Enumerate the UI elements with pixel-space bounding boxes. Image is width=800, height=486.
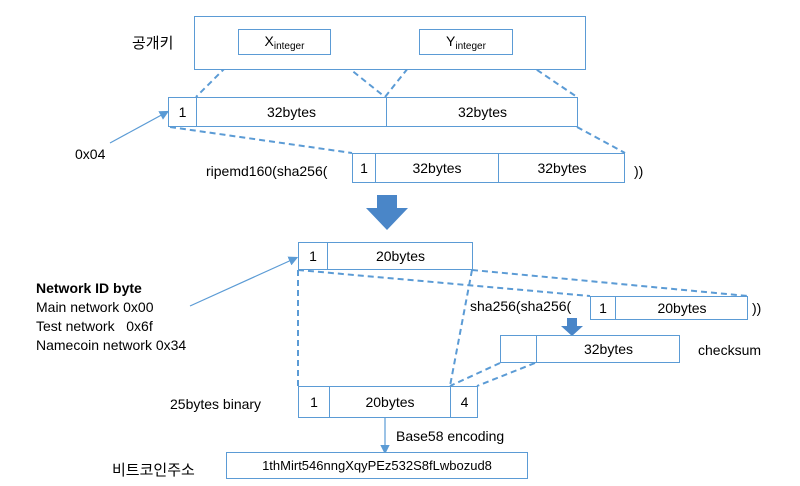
prefix-cell: 1 [178,104,187,120]
checksum-label: checksum [698,342,762,358]
binary25-label: 25bytes binary [170,396,262,412]
y-integer-box: Yinteger [419,29,513,55]
address-value: 1thMirt546nngXqyPEz532S8fLwbozud8 [262,458,492,473]
hash-x-cell: 32bytes [375,154,498,182]
address-label: 비트코인주소 [112,462,195,479]
network-namecoin: Namecoin network 0x34 [36,337,187,353]
network-test: Test network 0x6f [36,318,153,334]
sha-suffix: )) [752,300,762,316]
base58-label: Base58 encoding [396,428,505,444]
network-main: Main network 0x00 [36,299,154,315]
binary-hash-cell: 20bytes [329,387,450,417]
x-bytes-cell: 32bytes [196,98,386,126]
binary25-row: 1 20bytes 4 [298,386,478,418]
checksum-input-version: 1 [599,300,607,316]
hash-input-row: 1 32bytes 32bytes [352,153,625,183]
checksum-input-hash: 20bytes [615,297,748,319]
sha-rest-cell: 32bytes [536,336,680,362]
binary-checksum-cell: 4 [450,387,478,417]
x-integer-box: Xinteger [238,29,331,55]
y-label: Yinteger [446,32,486,52]
hash-y-cell: 32bytes [498,154,625,182]
address-box: 1thMirt546nngXqyPEz532S8fLwbozud8 [226,452,528,479]
public-key-label: 공개키 [132,35,174,52]
ripemd-suffix: )) [634,163,644,179]
version-cell: 1 [309,248,317,264]
y-bytes-cell: 32bytes [386,98,578,126]
ripemd-prefix: ripemd160(sha256( [206,163,328,179]
checksum-input-row: 1 20bytes [590,296,748,320]
hash-prefix-cell: 1 [360,160,368,176]
small-down-arrow [561,318,583,336]
binary-version-cell: 1 [310,394,318,410]
hash20-cell: 20bytes [327,243,473,269]
versioned-hash-row: 1 20bytes [298,242,473,270]
prefix-0x04-label: 0x04 [75,146,106,162]
sha-prefix: sha256(sha256( [470,298,572,314]
checksum-bytes-cell [501,336,536,362]
uncompressed-key-row: 1 32bytes 32bytes [168,97,578,127]
x-label: Xinteger [264,32,305,52]
sha-output-row: 32bytes [500,335,680,363]
big-down-arrow [366,195,408,230]
network-id-title: Network ID byte [36,280,142,296]
